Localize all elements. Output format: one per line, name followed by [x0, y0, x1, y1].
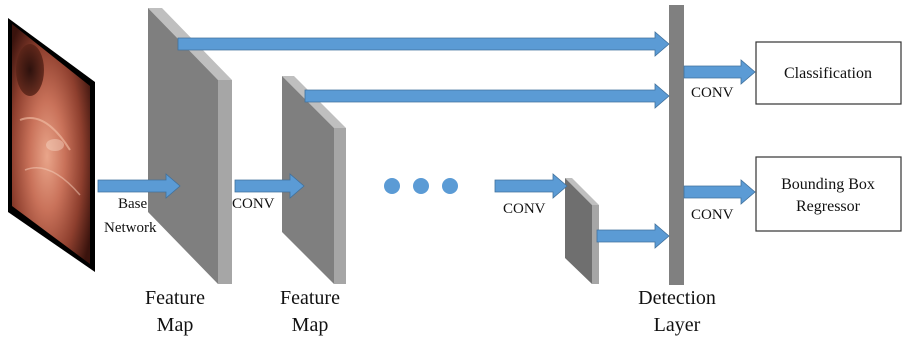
input-image — [8, 18, 95, 272]
arrow-fm1-detection — [177, 31, 670, 57]
arrow-fm3-detection — [596, 223, 670, 249]
bbox-regressor-box: Bounding Box Regressor — [755, 156, 902, 232]
ellipsis-dots — [384, 178, 458, 194]
detection-label-line2: Layer — [654, 314, 701, 336]
feature-map-1-side — [218, 80, 232, 284]
classification-box: Classification — [755, 41, 902, 105]
feature-map-1-label-line1: Feature — [145, 287, 205, 309]
feature-map-1-label-line2: Map — [157, 314, 194, 336]
label-conv-2: CONV — [503, 201, 546, 217]
detection-label-line1: Detection — [638, 287, 716, 309]
feature-map-2-label-line2: Map — [292, 314, 329, 336]
feature-map-3 — [565, 178, 599, 284]
label-conv-1: CONV — [232, 196, 275, 212]
arrow-to-classification — [683, 59, 756, 85]
arrow-conv-2 — [494, 173, 568, 199]
feature-map-1 — [148, 8, 232, 284]
classification-label: Classification — [784, 65, 872, 82]
detection-layer-bar — [669, 5, 684, 285]
feature-map-1-face — [148, 8, 218, 284]
arrow-base-network — [97, 173, 181, 199]
arrow-conv-1 — [234, 173, 305, 199]
bbox-label-line2: Regressor — [796, 198, 861, 215]
label-base: Base — [118, 196, 148, 212]
label-conv-4: CONV — [691, 207, 734, 223]
label-network: Network — [104, 220, 157, 236]
label-conv-3: CONV — [691, 85, 734, 101]
arrow-fm2-detection — [304, 83, 670, 109]
feature-map-2 — [282, 76, 346, 284]
feature-map-2-label-line1: Feature — [280, 287, 340, 309]
bbox-label-line1: Bounding Box — [781, 176, 875, 193]
arrow-to-bbox — [683, 179, 756, 205]
